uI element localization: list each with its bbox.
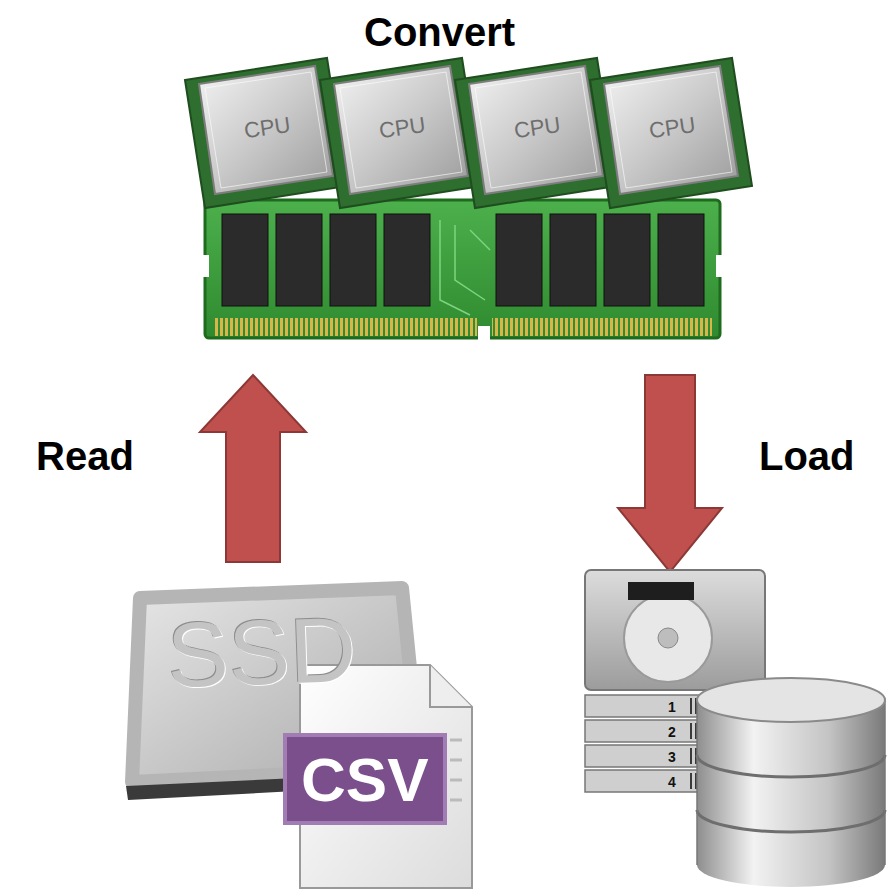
drive-label: SSD <box>165 603 357 702</box>
bay-number: 4 <box>668 775 676 789</box>
arrow-label: Load <box>759 436 855 476</box>
file-type: CSV <box>301 749 428 811</box>
bay-number: 1 <box>668 700 676 714</box>
stage-title: Convert <box>364 12 515 52</box>
bay-number: 2 <box>668 725 676 739</box>
arrow-label: Read <box>36 436 134 476</box>
bay-number: 3 <box>668 750 676 764</box>
